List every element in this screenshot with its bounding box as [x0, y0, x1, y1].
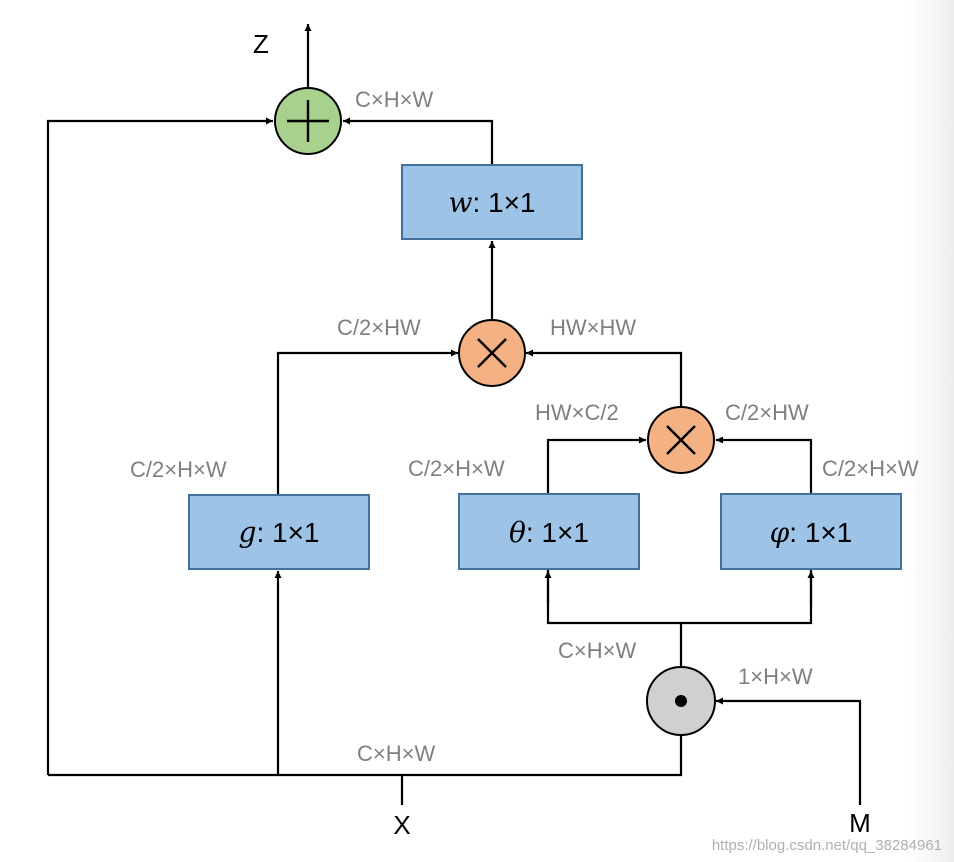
right-edge-shade	[908, 0, 954, 862]
dim-sum-in: C×H×W	[355, 87, 433, 112]
dim-masked: C×H×W	[558, 638, 636, 663]
dim-inner-left: HW×C/2	[535, 400, 619, 425]
g-box: g: 1×1	[188, 494, 370, 570]
inner-matmul-node	[647, 406, 715, 474]
sum-node	[274, 87, 342, 155]
dim-phi-out: C/2×H×W	[822, 456, 919, 481]
input-label: X	[393, 810, 410, 840]
w-rect	[401, 164, 583, 240]
x-bus	[48, 735, 683, 777]
dim-matmul-right: HW×HW	[550, 315, 636, 340]
split-to-theta-phi	[546, 570, 813, 625]
inner-matmul-to-matmul	[526, 349, 683, 408]
theta-to-inner-matmul	[546, 436, 646, 494]
dim-g-out: C/2×H×W	[130, 457, 227, 482]
mask-label: M	[849, 808, 871, 838]
phi-op: : 1×1	[789, 517, 852, 548]
theta-box: θ: 1×1	[458, 493, 640, 570]
g-var: g	[239, 516, 257, 549]
phi-label: φ: 1×1	[770, 516, 853, 549]
watermark: https://blog.csdn.net/qq_38284961	[712, 837, 942, 854]
times-icon	[666, 425, 696, 455]
g-to-matmul	[276, 349, 458, 495]
theta-var: θ	[509, 516, 526, 549]
w-box: w: 1×1	[401, 164, 583, 240]
plus-icon	[287, 100, 329, 142]
dim-mask-in: 1×H×W	[738, 664, 813, 689]
theta-rect	[458, 493, 640, 570]
dim-theta-out: C/2×H×W	[408, 456, 505, 481]
dim-inner-right: C/2×HW	[725, 400, 809, 425]
m-to-mask-op	[716, 697, 862, 805]
dot-icon	[675, 695, 687, 707]
g-op: : 1×1	[256, 517, 319, 548]
w-op: : 1×1	[472, 187, 535, 218]
wires	[46, 24, 862, 805]
w-var: w	[448, 186, 472, 219]
g-rect	[188, 494, 370, 570]
theta-label: θ: 1×1	[509, 516, 589, 549]
w-label: w: 1×1	[448, 186, 535, 219]
phi-rect	[720, 493, 902, 570]
skip-connection	[46, 117, 273, 775]
matmul-node	[458, 319, 526, 387]
phi-box: φ: 1×1	[720, 493, 902, 570]
times-icon	[477, 338, 507, 368]
phi-var: φ	[770, 516, 790, 549]
mask-op-node	[646, 666, 716, 736]
w-to-sum	[343, 117, 494, 165]
theta-op: : 1×1	[526, 517, 589, 548]
output-label: Z	[253, 29, 269, 59]
g-label: g: 1×1	[239, 516, 320, 549]
phi-to-inner-matmul	[716, 436, 813, 494]
dim-matmul-left: C/2×HW	[337, 315, 421, 340]
dim-x-in: C×H×W	[357, 741, 435, 766]
